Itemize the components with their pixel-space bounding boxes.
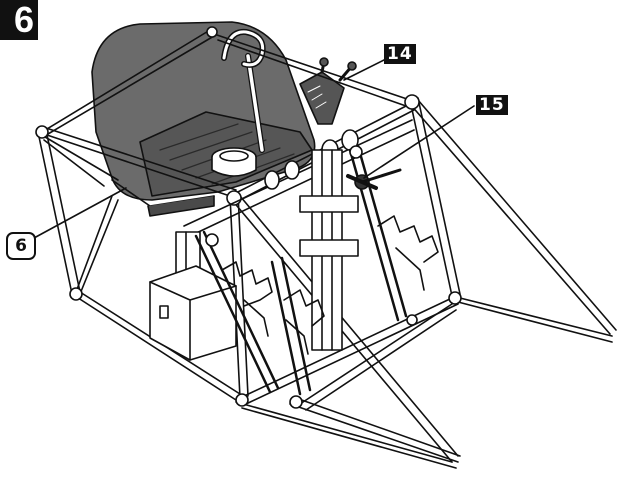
leader-15 [363,105,475,179]
pedal-center [270,256,325,396]
battery-box [149,265,237,361]
part-15-knob [346,168,402,190]
leader-14 [343,59,385,81]
step-number-badge: 6 [0,0,38,40]
part-14-badge: 14 [384,44,416,64]
cross-shaft [183,119,415,237]
steering-column [211,28,266,177]
seat-shell [91,21,316,217]
part-15-badge: 15 [476,95,508,115]
pedal-left [194,230,280,394]
leader-6 [33,187,127,239]
part-14-bracket [299,57,357,125]
part-6-callout: 6 [6,232,36,260]
